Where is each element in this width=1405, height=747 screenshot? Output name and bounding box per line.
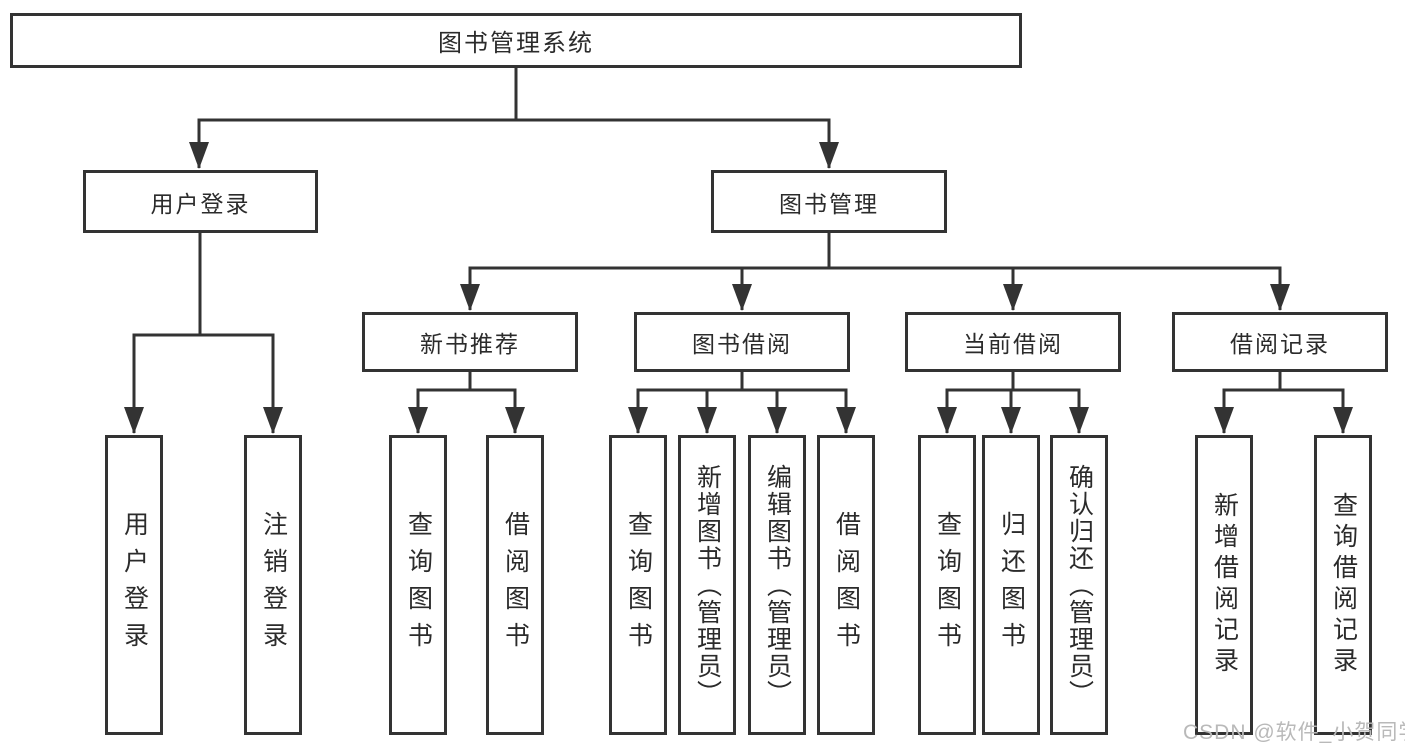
- leaf-add-borrowing-record: 新增借阅记录: [1195, 435, 1253, 735]
- leaf-borrow-books-recommend: 借阅图书: [486, 435, 544, 735]
- leaf-label: 借阅图书: [501, 511, 530, 659]
- node-new-book-recommendation: 新书推荐: [362, 312, 578, 372]
- node-borrowing-records: 借阅记录: [1172, 312, 1388, 372]
- leaf-query-books-current: 查询图书: [918, 435, 976, 735]
- leaf-label: 查询图书: [624, 511, 653, 659]
- node-label: 新书推荐: [420, 331, 520, 357]
- leaf-label: 新增借阅记录: [1210, 492, 1239, 678]
- leaf-add-books-admin: 新增图书（管理员）: [678, 435, 736, 735]
- leaf-label: 查询借阅记录: [1329, 492, 1358, 678]
- leaf-borrow-books-borrowing: 借阅图书: [817, 435, 875, 735]
- leaf-label: 新增图书（管理员）: [693, 463, 722, 707]
- leaf-query-books-borrowing: 查询图书: [609, 435, 667, 735]
- leaf-user-login: 用户登录: [105, 435, 163, 735]
- node-label: 图书管理: [779, 190, 879, 217]
- node-label: 当前借阅: [963, 331, 1063, 357]
- leaf-confirm-return-admin: 确认归还（管理员）: [1050, 435, 1108, 735]
- node-current-borrowing: 当前借阅: [905, 312, 1121, 372]
- node-label: 图书管理系统: [438, 30, 594, 57]
- node-user-login: 用户登录: [83, 170, 318, 233]
- leaf-edit-books-admin: 编辑图书（管理员）: [748, 435, 806, 735]
- leaf-label: 确认归还（管理员）: [1065, 463, 1094, 707]
- leaf-label: 借阅图书: [832, 511, 861, 659]
- leaf-return-books: 归还图书: [982, 435, 1040, 735]
- leaf-label: 注销登录: [259, 511, 288, 659]
- leaf-label: 归还图书: [997, 511, 1026, 659]
- leaf-label: 用户登录: [120, 511, 149, 659]
- leaf-logout: 注销登录: [244, 435, 302, 735]
- csdn-watermark: CSDN @软件_小贺同学: [1183, 721, 1405, 744]
- node-book-borrowing: 图书借阅: [634, 312, 850, 372]
- node-book-management: 图书管理: [711, 170, 947, 233]
- leaf-label: 编辑图书（管理员）: [763, 463, 792, 707]
- leaf-label: 查询图书: [933, 511, 962, 659]
- leaf-label: 查询图书: [404, 511, 433, 659]
- node-label: 用户登录: [150, 190, 251, 217]
- node-label: 图书借阅: [692, 331, 792, 357]
- leaf-query-borrowing-record: 查询借阅记录: [1314, 435, 1372, 735]
- leaf-query-books-recommend: 查询图书: [389, 435, 447, 735]
- node-label: 借阅记录: [1230, 331, 1330, 357]
- node-library-management-system: 图书管理系统: [10, 13, 1022, 68]
